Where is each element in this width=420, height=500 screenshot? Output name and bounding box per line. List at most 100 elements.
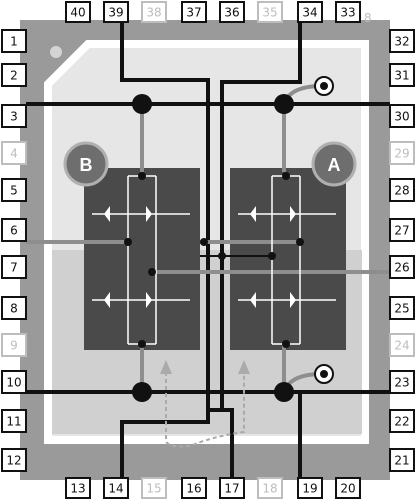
bond-traces	[26, 22, 390, 488]
pin-label: 36	[224, 6, 239, 20]
pin-label: 4	[10, 147, 18, 161]
pin-15: 15	[141, 477, 167, 499]
pin-label: 38	[146, 6, 161, 20]
pin-24: 24	[389, 333, 415, 357]
junction-dots	[132, 94, 294, 402]
pin-17: 17	[219, 477, 245, 499]
pin-label: 17	[224, 482, 239, 496]
pin-19: 19	[297, 477, 323, 499]
pin-label: 25	[394, 302, 409, 316]
bridge-a-label: A	[328, 155, 341, 175]
pin-35: 35	[257, 1, 283, 23]
pin-16: 16	[181, 477, 207, 499]
pin-21: 21	[389, 448, 415, 472]
pin-label: 1	[10, 35, 18, 49]
pin-40: 40	[65, 1, 91, 23]
pin-label: 6	[10, 224, 18, 238]
pin-label: 8	[10, 302, 18, 316]
pin-9: 9	[1, 333, 27, 357]
pin-label: 3	[10, 110, 18, 124]
pin-label: 12	[6, 454, 21, 468]
pin-4: 4	[1, 141, 27, 165]
pin-label: 31	[394, 69, 409, 83]
pin-label: 39	[108, 6, 123, 20]
pin-label: 34	[302, 6, 317, 20]
pin-label: 27	[394, 224, 409, 238]
pin-25: 25	[389, 296, 415, 320]
die-b	[84, 168, 200, 350]
bridge-b-label: B	[80, 155, 93, 175]
pin-14: 14	[103, 477, 129, 499]
arrow-head-left	[160, 360, 172, 374]
pin-label: 16	[186, 482, 201, 496]
pin-label: 18	[262, 482, 277, 496]
bridge-a-marker: A	[311, 141, 357, 187]
pin-18: 18	[257, 477, 283, 499]
pin-label: 33	[340, 6, 355, 20]
pin-label: 10	[6, 376, 21, 390]
pin-22: 22	[389, 409, 415, 433]
pin-37: 37	[181, 1, 207, 23]
pin-39: 39	[103, 1, 129, 23]
corner-mark: 8	[364, 11, 372, 25]
pin-23: 23	[389, 370, 415, 394]
die-a	[230, 168, 346, 350]
arrow-head-right	[238, 360, 250, 374]
pin-label: 29	[394, 147, 409, 161]
test-point-top	[314, 76, 334, 96]
pin-2: 2	[1, 63, 27, 87]
pin-20: 20	[335, 477, 361, 499]
pin-36: 36	[219, 1, 245, 23]
mosfet-symbols	[104, 206, 296, 308]
pin-label: 32	[394, 35, 409, 49]
pin-label: 20	[340, 482, 355, 496]
pin1-indicator-dot	[50, 46, 62, 58]
pin-label: 19	[302, 482, 317, 496]
pin-3: 3	[1, 104, 27, 128]
pin-1: 1	[1, 29, 27, 53]
current-path-arrow	[165, 372, 245, 448]
pin-31: 31	[389, 63, 415, 87]
pin-30: 30	[389, 104, 415, 128]
pin-38: 38	[141, 1, 167, 23]
pin-label: 22	[394, 415, 409, 429]
pin-label: 2	[10, 69, 18, 83]
pin-label: 11	[6, 415, 21, 429]
pin-12: 12	[1, 448, 27, 472]
pin-28: 28	[389, 178, 415, 202]
pin-26: 26	[389, 255, 415, 279]
pin-6: 6	[1, 218, 27, 242]
pin-13: 13	[65, 477, 91, 499]
pin-10: 10	[1, 370, 27, 394]
pin-11: 11	[1, 409, 27, 433]
pin-label: 37	[186, 6, 201, 20]
pin-27: 27	[389, 218, 415, 242]
pin-8: 8	[1, 296, 27, 320]
pin-label: 9	[10, 339, 18, 353]
test-point-bottom	[314, 364, 334, 384]
pin-label: 7	[10, 261, 18, 275]
pin-label: 40	[70, 6, 85, 20]
pin-33: 33	[335, 1, 361, 23]
pin-label: 30	[394, 110, 409, 124]
pin-label: 26	[394, 261, 409, 275]
pin-label: 15	[146, 482, 161, 496]
pin-32: 32	[389, 29, 415, 53]
pin-label: 28	[394, 184, 409, 198]
pin-label: 5	[10, 184, 18, 198]
pin-34: 34	[297, 1, 323, 23]
pin-label: 35	[262, 6, 277, 20]
pin-label: 24	[394, 339, 409, 353]
pin-29: 29	[389, 141, 415, 165]
pin-label: 23	[394, 376, 409, 390]
pin-label: 21	[394, 454, 409, 468]
pin-7: 7	[1, 255, 27, 279]
pin-label: 13	[70, 482, 85, 496]
die-node-dots	[124, 172, 304, 348]
pin-label: 14	[108, 482, 123, 496]
pin-5: 5	[1, 178, 27, 202]
bridge-b-marker: B	[63, 141, 109, 187]
